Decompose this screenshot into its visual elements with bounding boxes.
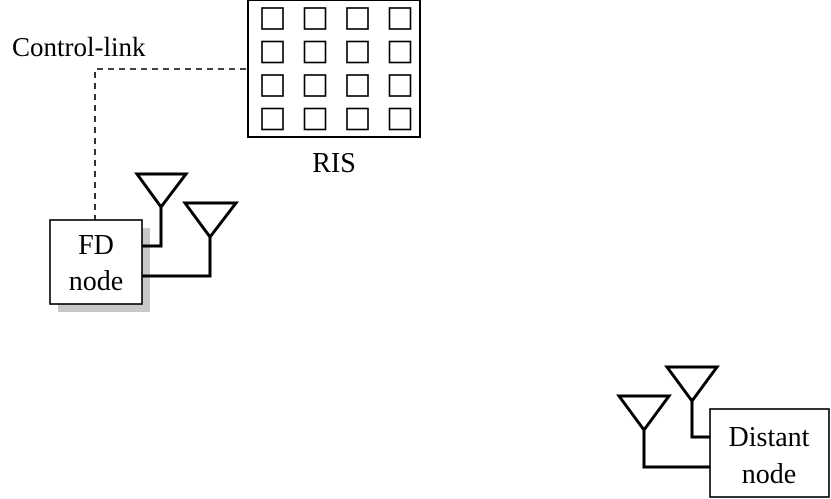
ris-label: RIS [312,148,356,179]
antenna-icon [134,172,190,210]
antenna-feed [142,204,163,248]
fd-node-label-line2: node [69,266,123,297]
distant-node-antenna-2 [616,394,710,469]
antenna-feed [142,234,212,278]
antenna-feed [690,398,710,439]
ris-element [346,7,369,30]
antenna-icon [616,394,672,433]
ris-element [261,7,284,30]
distant-node-label-line2: node [742,459,796,490]
ris-element [388,40,412,64]
fd-node-box [49,219,143,305]
ris-element [261,74,284,97]
ris-element [346,107,369,131]
ris-element [261,40,284,64]
distant-node-box [709,408,830,498]
ris-element [303,74,327,97]
ris-element [346,74,369,97]
distant-node: Distant node [709,408,830,498]
antenna-icon [182,201,240,240]
distant-node-antenna-1 [664,365,720,439]
ris-element [346,40,369,64]
distant-node-label-line1: Distant [729,422,810,453]
control-link-label: Control-link [12,32,146,62]
ris-element [388,107,412,131]
ris-element [303,107,327,131]
ris-element [303,7,327,30]
antenna-feed [642,428,710,469]
ris-panel [247,0,421,138]
antenna-icon [664,365,720,404]
ris-element [303,40,327,64]
ris-element-grid [261,7,412,131]
control-link-line [94,68,246,221]
fd-node: FD node [49,219,150,312]
fd-node-label-line1: FD [78,230,114,261]
ris-element [261,107,284,131]
ris-element [388,7,412,30]
fd-node-antenna-1 [134,172,190,248]
fd-node-antenna-2 [142,201,240,278]
ris-element [388,74,412,97]
